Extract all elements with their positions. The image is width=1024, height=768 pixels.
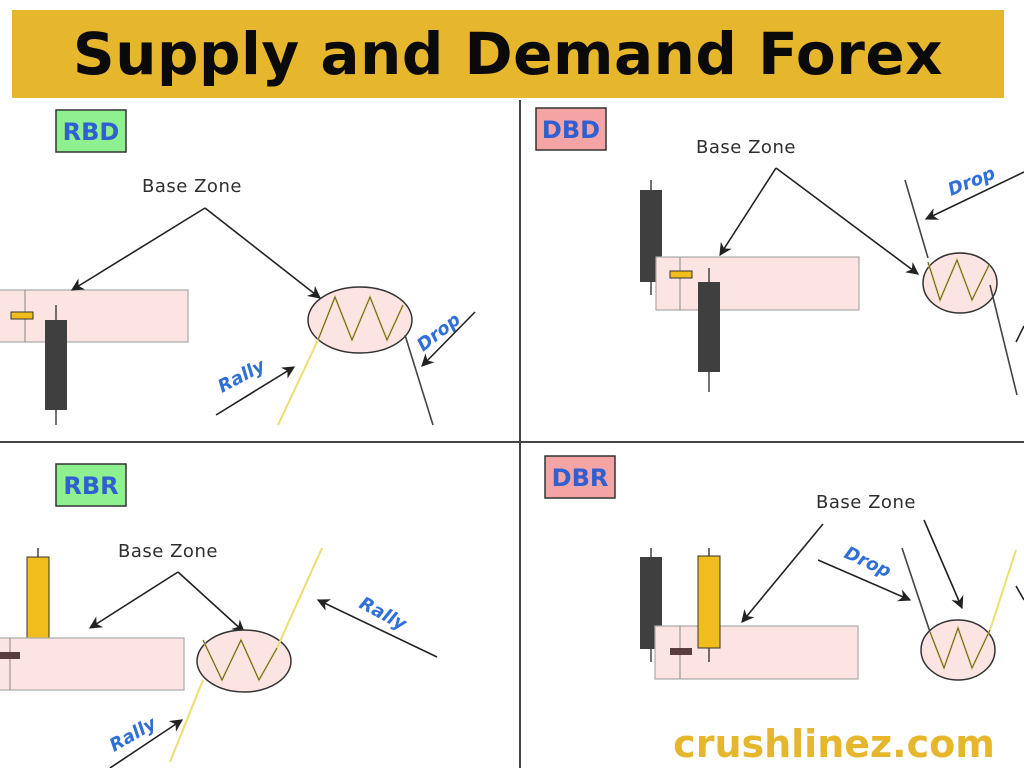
rally-label-group: Rally xyxy=(214,355,269,398)
arrow-to-base xyxy=(204,207,322,299)
pattern-tag-box xyxy=(544,455,616,499)
pattern-tag: DBR xyxy=(552,464,609,492)
zigzag-outline xyxy=(317,296,404,341)
zone-label: Base Zone xyxy=(142,176,242,197)
panel-rbr: RBR Base Zone Rally Rally xyxy=(0,463,438,768)
drop-label: Drop xyxy=(945,163,998,201)
arrow-to-zone xyxy=(741,523,824,623)
base-ellipse xyxy=(920,619,996,681)
drop-price-line xyxy=(404,334,434,426)
base-candle xyxy=(669,270,693,279)
drop-arrow xyxy=(924,171,1024,220)
pattern-tag: RBR xyxy=(63,472,118,500)
pattern-tag-box xyxy=(55,463,127,507)
rally-price-line xyxy=(276,547,323,649)
panel-dbr: DBR Base Zone Drop xyxy=(544,455,1024,681)
rally-label: Rally xyxy=(214,355,269,398)
zone-label: Base Zone xyxy=(696,137,796,158)
base-zone xyxy=(655,256,860,311)
rally-arrow xyxy=(316,599,438,658)
rally-label: Rally xyxy=(106,712,161,756)
panel-dbd: DBD Base Zone Drop xyxy=(535,107,1024,396)
footer-strip xyxy=(660,716,1024,768)
pattern-tag: RBD xyxy=(63,118,120,146)
base-ellipse xyxy=(196,629,292,693)
bearish-candle xyxy=(45,320,67,410)
pattern-tag: DBD xyxy=(542,116,600,144)
arrow-to-zone xyxy=(719,167,777,257)
arrow-to-base xyxy=(775,167,920,275)
zigzag-outline xyxy=(929,627,991,669)
pattern-tag-box xyxy=(55,109,127,153)
base-candle xyxy=(10,311,34,320)
panel-rbd: RBD Base Zone Rally Drop xyxy=(0,109,476,426)
drop-price-line xyxy=(904,179,929,259)
drop-arrow xyxy=(1015,325,1024,343)
page-title: Supply and Demand Forex xyxy=(72,20,944,88)
drop-arrow xyxy=(421,311,476,367)
drop-label-group: Drop xyxy=(841,542,894,582)
base-zone xyxy=(0,637,185,691)
arrow-to-zone xyxy=(70,207,206,291)
rally-price-line xyxy=(277,339,319,426)
rally-arrow xyxy=(109,719,184,768)
rally-price-line xyxy=(169,679,204,763)
arrow-to-base xyxy=(923,519,964,610)
rally-label-group: Rally xyxy=(106,712,161,756)
bullish-candle xyxy=(697,555,721,649)
footer-url: crushlinez.com xyxy=(673,722,995,766)
zigzag-outline xyxy=(202,639,278,681)
rally-price-line xyxy=(989,549,1017,631)
base-candle xyxy=(0,652,20,659)
zone-label: Base Zone xyxy=(816,492,916,513)
zigzag-outline xyxy=(927,259,990,301)
drop-price-line xyxy=(989,284,1018,396)
drop-arrow xyxy=(1015,585,1024,601)
arrow-to-zone xyxy=(88,571,179,629)
title-banner: Supply and Demand Forex xyxy=(12,10,1004,98)
rally-arrow xyxy=(215,366,296,416)
zone-label: Base Zone xyxy=(118,541,218,562)
pattern-tag-box xyxy=(535,107,607,151)
rally-label: Rally xyxy=(356,593,411,636)
drop-label-group: Drop xyxy=(945,163,998,201)
drop-price-line xyxy=(901,547,931,633)
base-candle xyxy=(670,648,692,655)
bearish-candle xyxy=(698,282,720,372)
drop-label: Drop xyxy=(841,542,894,582)
bullish-candle xyxy=(26,556,50,650)
drop-arrow xyxy=(817,559,912,602)
arrow-to-base xyxy=(177,571,245,633)
rally-label-group: Rally xyxy=(356,593,411,636)
